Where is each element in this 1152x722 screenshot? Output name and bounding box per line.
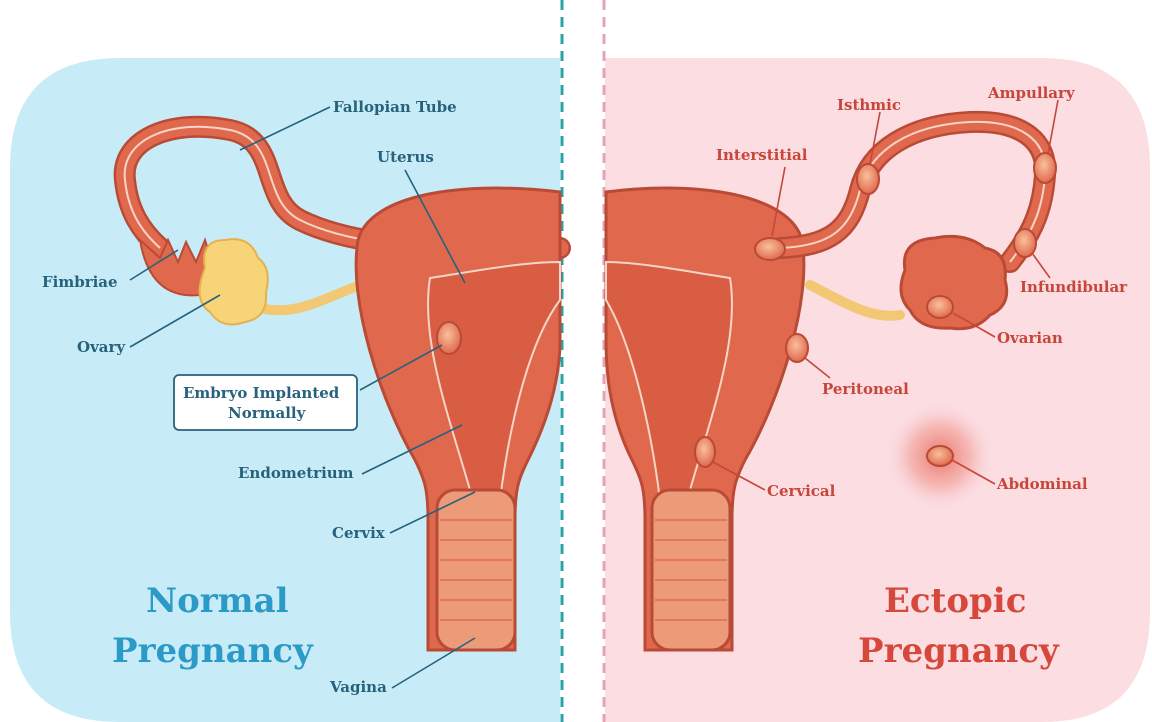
abdominal-site xyxy=(927,446,953,466)
label-ovary: Ovary xyxy=(77,338,126,356)
left-vagina xyxy=(437,490,515,650)
label-peritoneal: Peritoneal xyxy=(822,380,909,398)
label-embryo-line2: Normally xyxy=(228,404,307,422)
label-infundibular: Infundibular xyxy=(1020,278,1128,296)
label-embryo-line1: Embryo Implanted xyxy=(183,384,340,402)
title-normal-line1: Normal xyxy=(146,581,289,621)
label-isthmic: Isthmic xyxy=(837,96,901,114)
cervical-site xyxy=(695,437,715,467)
left-embryo xyxy=(437,322,461,354)
label-uterus: Uterus xyxy=(377,148,434,166)
peritoneal-site xyxy=(786,334,808,362)
label-fimbriae: Fimbriae xyxy=(42,273,118,291)
title-normal-line2: Pregnancy xyxy=(112,631,314,671)
label-abdominal: Abdominal xyxy=(996,475,1088,493)
right-ovary xyxy=(901,236,1007,328)
title-ectopic-line2: Pregnancy xyxy=(858,631,1060,671)
title-ectopic-line1: Ectopic xyxy=(884,581,1026,621)
label-ampullary: Ampullary xyxy=(987,84,1076,102)
label-fallopian-tube: Fallopian Tube xyxy=(333,98,457,116)
isthmic-site xyxy=(857,164,879,194)
label-endometrium: Endometrium xyxy=(238,464,354,482)
label-cervix: Cervix xyxy=(332,524,386,542)
label-interstitial: Interstitial xyxy=(716,146,808,164)
label-vagina: Vagina xyxy=(329,678,387,696)
label-cervical: Cervical xyxy=(767,482,836,500)
label-ovarian: Ovarian xyxy=(997,329,1063,347)
right-vagina xyxy=(652,490,730,650)
interstitial-site xyxy=(755,238,785,260)
ovarian-site xyxy=(927,296,953,318)
ampullary-site xyxy=(1034,153,1056,183)
